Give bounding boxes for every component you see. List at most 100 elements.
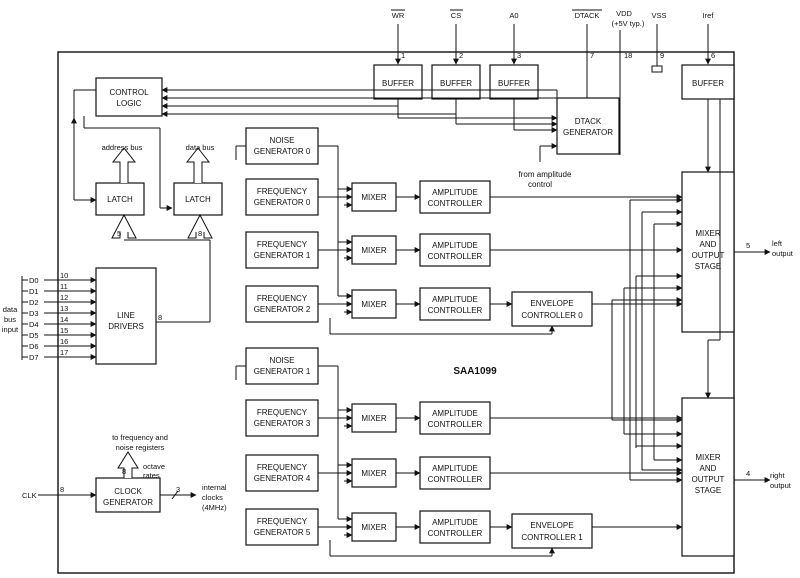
svg-text:STAGE: STAGE: [695, 262, 722, 271]
svg-text:CONTROLLER 1: CONTROLLER 1: [521, 533, 583, 542]
svg-text:VSS: VSS: [651, 11, 666, 20]
mixer-5: MIXER: [351, 512, 397, 542]
buffer-a0: BUFFER: [489, 64, 539, 100]
data-pin-d3: D3 13: [22, 304, 97, 318]
svg-text:FREQUENCY: FREQUENCY: [257, 408, 308, 417]
svg-text:CONTROLLER: CONTROLLER: [428, 475, 483, 484]
mixer-0: MIXER: [351, 182, 397, 212]
svg-text:internal: internal: [202, 483, 227, 492]
svg-text:VDD: VDD: [616, 9, 632, 18]
svg-text:15: 15: [60, 326, 68, 335]
svg-text:10: 10: [60, 271, 68, 280]
svg-text:12: 12: [60, 293, 68, 302]
svg-text:ENVELOPE: ENVELOPE: [530, 521, 573, 530]
svg-text:D2: D2: [29, 298, 39, 307]
svg-text:AMPLITUDE: AMPLITUDE: [432, 295, 478, 304]
svg-text:GENERATOR 2: GENERATOR 2: [254, 305, 311, 314]
svg-text:AMPLITUDE: AMPLITUDE: [432, 188, 478, 197]
svg-text:D1: D1: [29, 287, 39, 296]
svg-text:4: 4: [746, 469, 750, 478]
svg-text:5: 5: [117, 229, 121, 238]
svg-text:5: 5: [746, 241, 750, 250]
frequency-generator-3: FREQUENCY GENERATOR 3: [245, 399, 319, 437]
svg-text:MIXER: MIXER: [695, 229, 721, 238]
svg-text:AND: AND: [700, 464, 717, 473]
svg-text:GENERATOR 3: GENERATOR 3: [254, 419, 311, 428]
output-stage-left: MIXER AND OUTPUT STAGE: [681, 171, 735, 333]
svg-text:D3: D3: [29, 309, 39, 318]
svg-text:8: 8: [122, 467, 126, 476]
mixer-2: MIXER: [351, 289, 397, 319]
noise-generator-0: NOISE GENERATOR 0: [245, 127, 319, 165]
svg-text:left: left: [772, 239, 783, 248]
svg-text:input: input: [2, 325, 19, 334]
svg-text:AND: AND: [700, 240, 717, 249]
amplitude-controller-4: AMPLITUDE CONTROLLER: [419, 456, 491, 490]
svg-text:D5: D5: [29, 331, 39, 340]
svg-text:A0: A0: [509, 11, 518, 20]
svg-text:right: right: [770, 471, 786, 480]
svg-text:rates: rates: [143, 471, 160, 480]
pin-vss: VSS 9: [651, 11, 667, 73]
svg-text:BUFFER: BUFFER: [382, 79, 414, 88]
mixer-4: MIXER: [351, 458, 397, 488]
svg-text:FREQUENCY: FREQUENCY: [257, 240, 308, 249]
envelope-controller-1: ENVELOPE CONTROLLER 1: [511, 513, 593, 549]
svg-text:7: 7: [590, 51, 594, 60]
svg-text:from amplitude: from amplitude: [519, 170, 572, 179]
svg-text:8: 8: [60, 485, 64, 494]
data-pin-d5: D5 15: [22, 326, 97, 340]
svg-text:8: 8: [198, 229, 202, 238]
control-logic: CONTROL LOGIC: [95, 77, 163, 117]
dtack-generator: DTACK GENERATOR: [556, 97, 620, 155]
svg-text:FREQUENCY: FREQUENCY: [257, 187, 308, 196]
svg-text:DRIVERS: DRIVERS: [108, 322, 144, 331]
svg-text:9: 9: [660, 51, 664, 60]
svg-text:OUTPUT: OUTPUT: [692, 475, 725, 484]
svg-text:13: 13: [60, 304, 68, 313]
svg-text:FREQUENCY: FREQUENCY: [257, 517, 308, 526]
control-bus: from amplitude control: [161, 87, 572, 189]
svg-text:bus: bus: [4, 315, 16, 324]
pin-vdd: VDD (+5V typ.) 18: [612, 9, 645, 155]
pin-dtack: DTACK 7: [572, 9, 602, 98]
svg-text:D6: D6: [29, 342, 39, 351]
mixer-3: MIXER: [351, 403, 397, 433]
pin-cs: CS 2: [450, 9, 463, 65]
svg-text:CS: CS: [451, 11, 461, 20]
envelope-controller-0: ENVELOPE CONTROLLER 0: [511, 291, 593, 327]
latch-inputs: 5 8 8: [111, 213, 213, 323]
svg-text:GENERATOR 0: GENERATOR 0: [254, 198, 311, 207]
svg-text:D0: D0: [29, 276, 39, 285]
svg-text:noise registers: noise registers: [116, 443, 165, 452]
pin-wr: WR 1: [391, 9, 405, 65]
buffer-wr: BUFFER: [373, 64, 423, 100]
left-output: 5 left output: [734, 239, 794, 258]
svg-text:GENERATOR: GENERATOR: [103, 498, 153, 507]
svg-text:output: output: [770, 481, 792, 490]
svg-text:6: 6: [711, 51, 715, 60]
svg-text:AMPLITUDE: AMPLITUDE: [432, 464, 478, 473]
svg-text:GENERATOR: GENERATOR: [563, 128, 613, 137]
svg-text:3: 3: [176, 485, 180, 494]
svg-text:address bus: address bus: [102, 143, 143, 152]
svg-text:LOGIC: LOGIC: [117, 99, 142, 108]
svg-text:BUFFER: BUFFER: [440, 79, 472, 88]
svg-text:2: 2: [459, 51, 463, 60]
svg-text:NOISE: NOISE: [270, 136, 295, 145]
data-pin-d0: D0 10: [22, 271, 97, 285]
svg-text:GENERATOR 4: GENERATOR 4: [254, 474, 311, 483]
mixer-1: MIXER: [351, 235, 397, 265]
svg-text:8: 8: [158, 313, 162, 322]
line-drivers: LINE DRIVERS: [95, 267, 157, 365]
svg-text:CONTROLLER: CONTROLLER: [428, 252, 483, 261]
svg-text:AMPLITUDE: AMPLITUDE: [432, 409, 478, 418]
